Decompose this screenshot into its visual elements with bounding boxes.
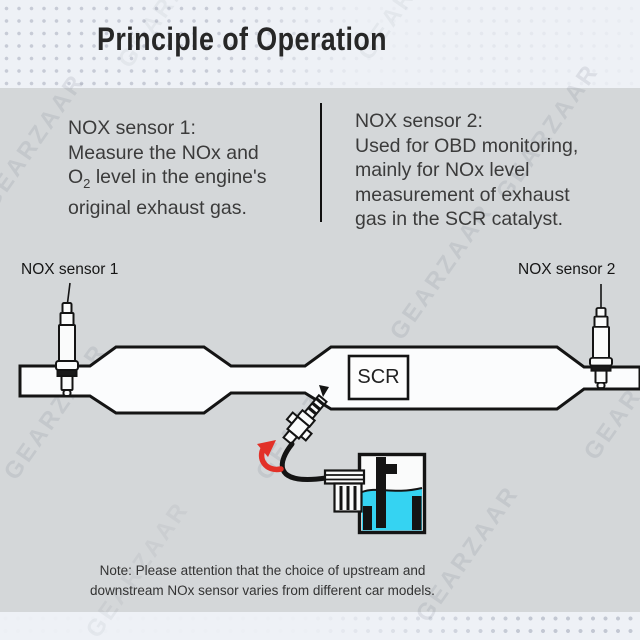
- nox-sensor-1: [55, 282, 79, 397]
- sensor1-description: NOX sensor 1: Measure the NOx and O2 lev…: [68, 116, 267, 221]
- scr-box-label: SCR: [357, 366, 400, 388]
- sensor1-description-line: O2 level in the engine's: [68, 165, 267, 196]
- sensor2-description-heading: NOX sensor 2:: [355, 110, 483, 132]
- page-title: Principle of Operation: [97, 21, 388, 57]
- nox-sensor-2: [589, 284, 613, 389]
- vertical-divider: [320, 103, 322, 222]
- bottom-note: Note: Please attention that the choice o…: [55, 561, 470, 601]
- def-injector: [282, 393, 328, 446]
- bottom-note-line: Note: Please attention that the choice o…: [99, 563, 426, 578]
- sensor2-description-line: gas in the SCR catalyst.: [355, 208, 564, 230]
- o2-subscript: 2: [83, 175, 91, 191]
- def-tank: [357, 452, 427, 535]
- red-curved-arrow-icon: [257, 440, 284, 473]
- sensor2-description-line: Used for OBD monitoring,: [355, 134, 579, 157]
- bottom-dotted-band: [0, 612, 640, 640]
- supply-hose: [279, 441, 329, 482]
- sensor2-description-line: measurement of exhaust: [355, 183, 570, 206]
- pump-unit: [323, 469, 366, 513]
- sensor2-description: NOX sensor 2: Used for OBD monitoring, m…: [355, 109, 578, 232]
- sensor1-description-heading: NOX sensor 1:: [68, 117, 196, 139]
- sensor1-description-line: original exhaust gas.: [68, 197, 247, 220]
- bottom-note-line: downstream NOx sensor varies from differ…: [90, 583, 435, 598]
- top-dotted-band: [0, 0, 640, 88]
- sensor1-pipe-label: NOX sensor 1: [21, 261, 119, 278]
- sensor2-pipe-label: NOX sensor 2: [518, 261, 616, 278]
- sensor2-description-line: mainly for NOx level: [355, 159, 530, 181]
- sensor1-description-line: Measure the NOx and: [68, 141, 259, 164]
- o2-symbol: O: [68, 166, 84, 188]
- exhaust-pipe: [18, 345, 640, 415]
- injection-arrow-icon: [319, 385, 329, 397]
- scr-box: [347, 354, 410, 401]
- sensor1-line2-rest: level in the engine's: [90, 166, 267, 188]
